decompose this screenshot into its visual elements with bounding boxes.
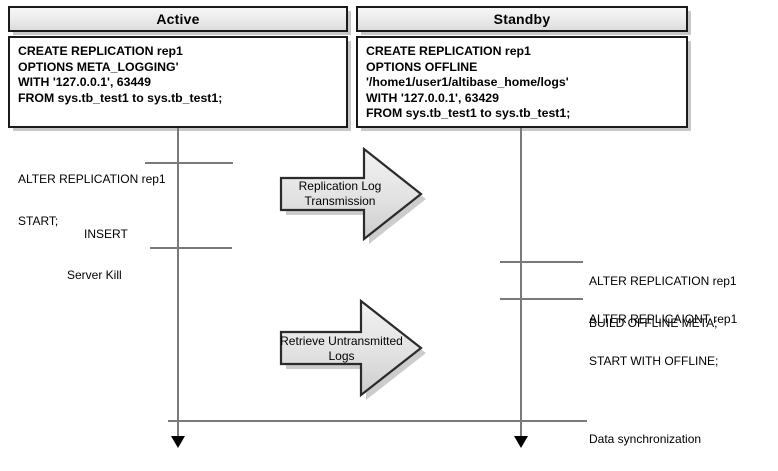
code-line: FROM sys.tb_test1 to sys.tb_test1; (18, 90, 223, 105)
label-line: Data synchronization (589, 432, 702, 446)
lifeline-standby-arrowhead-icon (514, 436, 528, 448)
tick-start-with-offline (500, 298, 583, 300)
label-alter-start: ALTER REPLICATION rep1 START; (18, 144, 166, 256)
code-line: FROM sys.tb_test1 to sys.tb_test1; (366, 106, 571, 120)
label-build-offline-meta: ALTER REPLICATION rep1 BUILD OFFLINE MET… (589, 246, 737, 358)
code-line: CREATE REPLICATION rep1 (18, 44, 183, 58)
label-line: ALTER REPLICATION rep1 (18, 172, 166, 186)
label-server-kill: Server Kill (67, 240, 122, 310)
label-line: ALTER REPLICATION rep1 (589, 274, 737, 288)
code-line: WITH '127.0.0.1', 63429 (366, 90, 499, 105)
lifeline-standby (520, 128, 522, 440)
tick-server-kill (150, 247, 232, 249)
code-line: OPTIONS META_LOGGING' (18, 59, 179, 74)
tick-data-synchronization (168, 420, 587, 422)
lifeline-active (177, 128, 179, 440)
label-line: START; (18, 214, 59, 228)
block-arrow-replication-log-transmission: Replication Log Transmission (276, 146, 426, 244)
label-insert: INSERT (84, 199, 128, 269)
code-line: WITH '127.0.0.1', 63449 (18, 75, 151, 89)
block-arrow-retrieve-untransmitted-logs: Retrieve Untransmitted Logs (276, 298, 426, 400)
label-line: Server Kill (67, 268, 122, 282)
panel-active-code: CREATE REPLICATION rep1 OPTIONS META_LOG… (8, 36, 348, 128)
code-line: CREATE REPLICATION rep1 (366, 44, 531, 58)
label-line: START WITH OFFLINE; (589, 354, 719, 368)
panel-standby-code: CREATE REPLICATION rep1 OPTIONS OFFLINE … (356, 36, 688, 128)
tick-build-offline-meta (500, 261, 583, 263)
tick-alter-start (145, 162, 233, 164)
label-line: ALTER REPLICAIONT rep1 (589, 312, 738, 326)
code-line: OPTIONS OFFLINE (366, 59, 478, 74)
panel-active-title: Active (8, 6, 348, 32)
label-data-synchronization: Data synchronization Between Both Server… (589, 404, 708, 471)
label-start-with-offline: ALTER REPLICAIONT rep1 START WITH OFFLIN… (589, 284, 737, 396)
label-line: BUILD OFFLINE META; (589, 316, 718, 330)
lifeline-active-arrowhead-icon (171, 436, 185, 448)
code-line: '/home1/user1/altibase_home/logs' (366, 75, 569, 89)
panel-standby-title: Standby (356, 6, 688, 32)
label-line: INSERT (84, 227, 128, 241)
